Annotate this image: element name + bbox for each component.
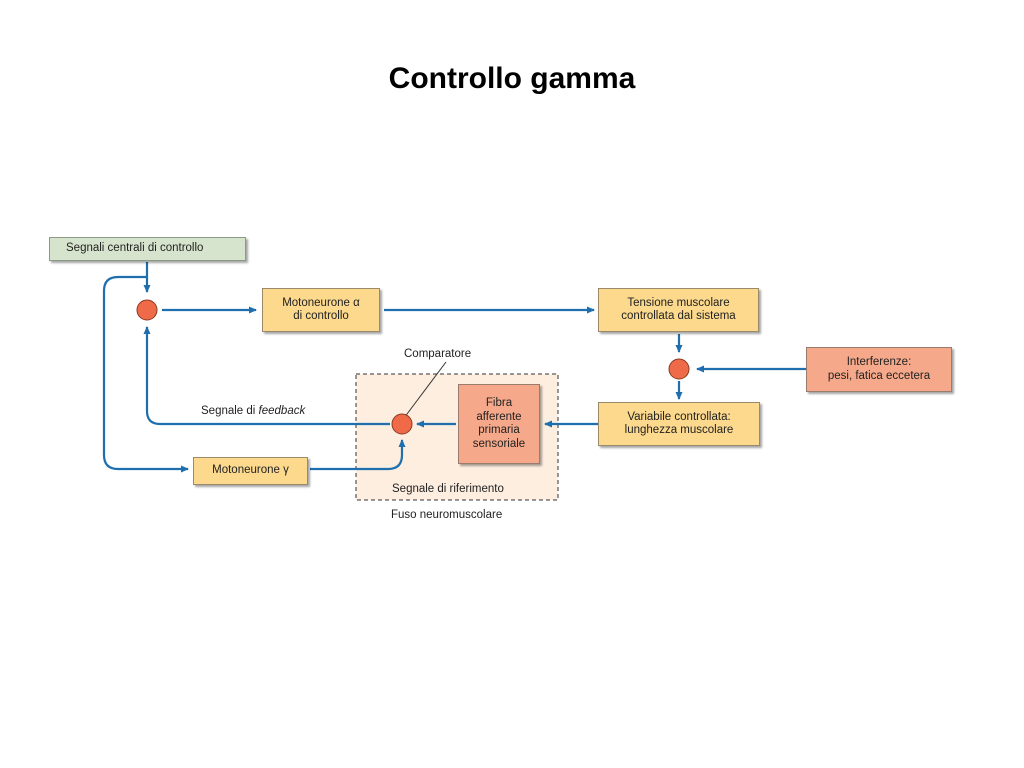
muscle-tension-box: Tensione muscolare controllata dal siste…: [598, 288, 759, 332]
muscle-tension-label-line2: controllata dal sistema: [621, 310, 736, 322]
gamma-to-comparator-arrow: [310, 439, 406, 471]
alpha-motoneuron-label-line2: di controllo: [293, 310, 349, 322]
comparator-alpha-circle: [136, 299, 158, 321]
central-control-signals-label: Segnali centrali di controllo: [66, 242, 204, 255]
feedback-signal-label: Segnale di feedback: [201, 405, 305, 417]
interference-label-line2: pesi, fatica eccetera: [827, 369, 931, 382]
central-to-gamma-arrow: [102, 275, 189, 473]
afferent-fibre-label-line1: Fibra: [485, 397, 513, 409]
neuromuscular-spindle-label: Fuso neuromuscolare: [391, 509, 503, 521]
feedback-signal-prefix: Segnale di: [201, 405, 259, 417]
comparator-disturbance-circle: [668, 358, 690, 380]
controlled-variable-label-line2: lunghezza muscolare: [624, 424, 734, 436]
controlled-variable-box: Variabile controllata: lunghezza muscola…: [598, 402, 760, 446]
alpha-motoneuron-box: Motoneurone α di controllo: [262, 288, 380, 332]
reference-signal-label: Segnale di riferimento: [392, 483, 504, 495]
interference-box: Interferenze: pesi, fatica eccetera: [806, 347, 952, 392]
comparator-label: Comparatore: [404, 348, 472, 360]
comparator-leader-line: [403, 361, 447, 419]
interference-label-line1: Interferenze:: [846, 356, 912, 368]
controlled-variable-label-line1: Variabile controllata:: [627, 410, 731, 423]
gamma-motoneuron-box: Motoneurone γ: [193, 457, 308, 485]
alpha-motoneuron-label-line1: Motoneurone α: [282, 296, 360, 309]
page-title: Controllo gamma: [388, 62, 636, 95]
afferent-fibre-label-line3: primaria: [478, 424, 520, 436]
muscle-tension-label-line1: Tensione muscolare: [627, 296, 730, 309]
feedback-arrow: [143, 326, 390, 426]
afferent-fibre-label-line2: afferente: [476, 410, 522, 423]
feedback-signal-italic: feedback: [258, 405, 306, 417]
afferent-fibre-box: Fibra afferente primaria sensoriale: [458, 384, 540, 464]
central-control-signals-box: Segnali centrali di controllo: [49, 237, 246, 261]
comparator-spindle-circle: [391, 413, 413, 435]
afferent-fibre-label-line4: sensoriale: [472, 437, 526, 450]
gamma-motoneuron-label: Motoneurone γ: [212, 464, 289, 477]
